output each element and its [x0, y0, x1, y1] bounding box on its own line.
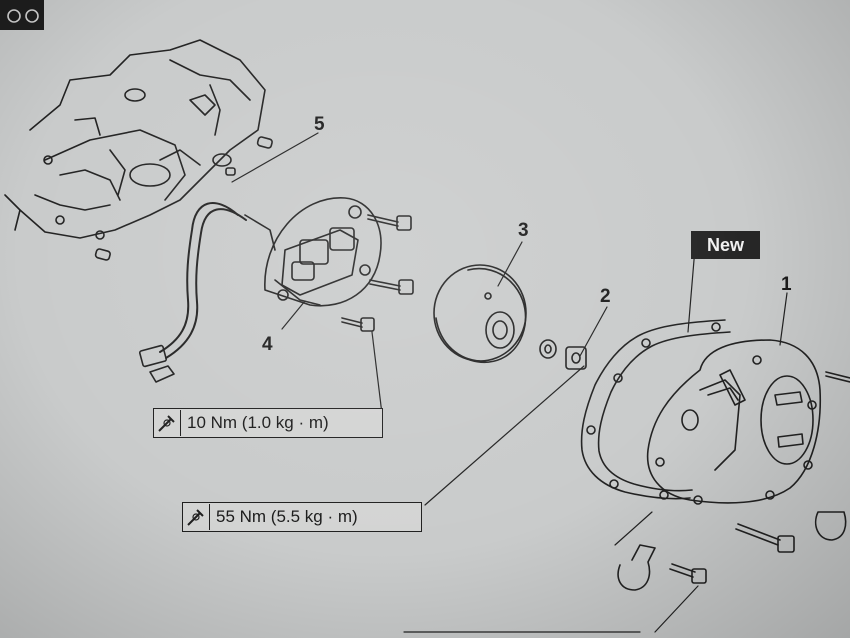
dowel-pins	[94, 136, 273, 261]
engine-block	[4, 39, 266, 240]
new-part-badge: New	[691, 231, 760, 259]
stator-bolts	[341, 214, 414, 332]
leader-lines	[231, 132, 788, 633]
callout-4: 4	[262, 334, 273, 355]
torque-wrench-icon	[183, 504, 210, 530]
callout-3: 3	[518, 220, 529, 241]
rotor-flywheel	[433, 264, 527, 364]
torque-spec-lower: 55 Nm (5.5 kg · m)	[182, 502, 422, 532]
wire-harness	[138, 202, 247, 383]
callout-5: 5	[314, 114, 325, 135]
callout-1: 1	[781, 274, 792, 295]
torque-spec-upper: 10 Nm (1.0 kg · m)	[153, 408, 383, 438]
torque-wrench-icon	[154, 410, 181, 436]
corner-motorcycle-icon	[0, 0, 44, 30]
washer-and-nut	[539, 339, 587, 370]
callout-2: 2	[600, 286, 611, 307]
stator-assembly	[244, 197, 382, 307]
torque-value-lower: 55 Nm (5.5 kg · m)	[216, 507, 358, 526]
generator-cover	[646, 339, 822, 505]
hose-clamps	[617, 511, 847, 591]
gasket	[580, 319, 731, 500]
torque-value-upper: 10 Nm (1.0 kg · m)	[187, 413, 329, 432]
cover-bolts	[669, 371, 850, 584]
